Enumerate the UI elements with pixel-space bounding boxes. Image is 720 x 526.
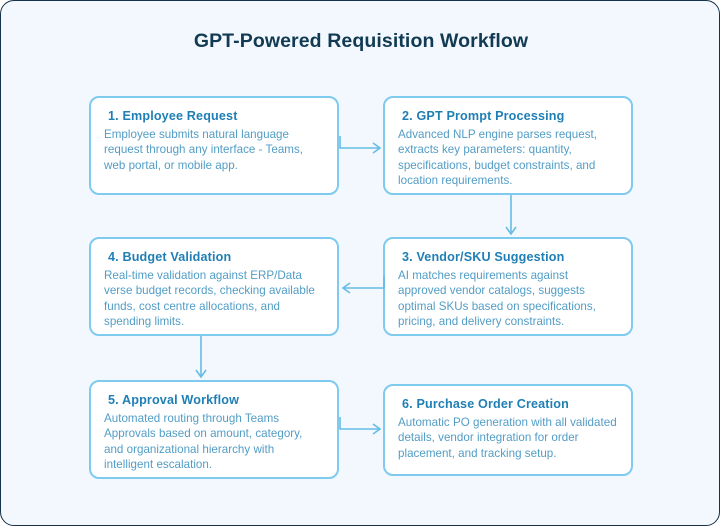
flow-node-title: 3. Vendor/SKU Suggestion [402, 250, 565, 264]
flow-node-budget-validation[interactable]: 4. Budget Validation Real-time validatio… [89, 237, 339, 336]
flow-node-title: 2. GPT Prompt Processing [402, 109, 565, 123]
flow-node-description: Employee submits natural language reques… [104, 128, 304, 172]
flow-node-vendor-sku-suggestion[interactable]: 3. Vendor/SKU Suggestion AI matches requ… [383, 237, 633, 336]
flow-node-description: AI matches requirements against approved… [398, 269, 596, 329]
connector-arrow-down-2-to-3 [497, 195, 525, 239]
flow-node-employee-request[interactable]: 1. Employee Request Employee submits nat… [89, 96, 339, 195]
flow-node-description: Real-time validation against ERP/Data ve… [104, 269, 315, 329]
flow-node-description: Advanced NLP engine parses request, extr… [398, 128, 597, 188]
flow-node-title: 6. Purchase Order Creation [402, 397, 569, 411]
flow-node-description: Automated routing through Teams Approval… [104, 412, 303, 472]
connector-arrow-right-1-to-2 [339, 134, 385, 162]
flow-node-title: 1. Employee Request [108, 109, 238, 123]
connector-arrow-left-3-to-4 [339, 274, 385, 302]
flow-node-description: Automatic PO generation with all validat… [398, 416, 617, 460]
flow-node-purchase-order-creation[interactable]: 6. Purchase Order Creation Automatic PO … [383, 384, 633, 476]
connector-arrow-down-4-to-5 [187, 336, 215, 382]
flow-node-title: 4. Budget Validation [108, 250, 232, 264]
flow-node-approval-workflow[interactable]: 5. Approval Workflow Automated routing t… [89, 380, 339, 479]
page-title: GPT-Powered Requisition Workflow [193, 30, 529, 52]
connector-arrow-right-5-to-6 [339, 415, 385, 443]
flow-node-gpt-prompt-processing[interactable]: 2. GPT Prompt Processing Advanced NLP en… [383, 96, 633, 195]
flow-node-title: 5. Approval Workflow [108, 393, 240, 407]
